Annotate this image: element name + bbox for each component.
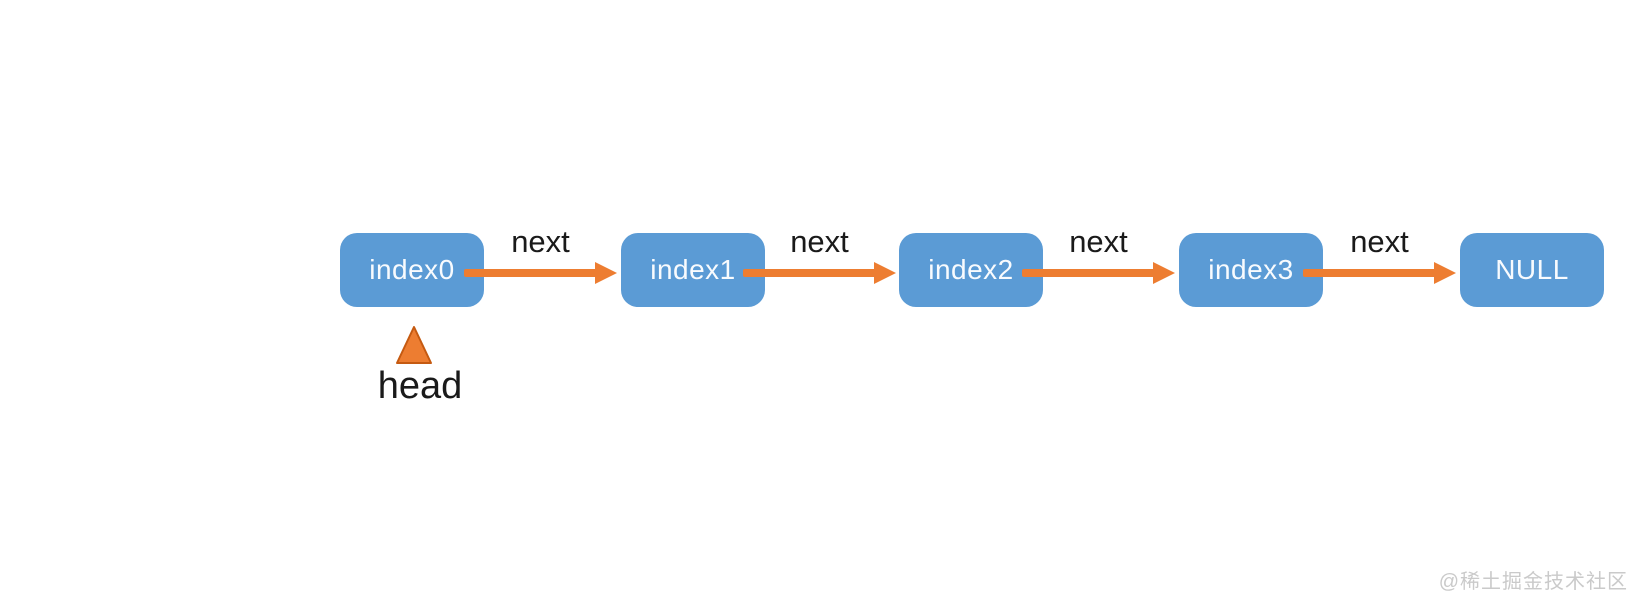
list-node-index0: index0 — [340, 233, 484, 307]
list-node-index2: index2 — [899, 233, 1043, 307]
node-label: index0 — [369, 254, 455, 285]
arrow-shaft — [464, 269, 597, 277]
head-pointer-triangle-icon — [396, 326, 432, 364]
list-node-index3: index3 — [1179, 233, 1323, 307]
next-arrow-0 — [464, 262, 617, 284]
next-arrow-1 — [743, 262, 896, 284]
next-arrow-label-3: next — [1350, 224, 1409, 259]
arrow-head-icon — [595, 262, 617, 284]
arrow-head-icon — [1434, 262, 1456, 284]
list-node-null: NULL — [1460, 233, 1604, 307]
node-label: index3 — [1208, 254, 1294, 285]
next-arrow-label-0: next — [511, 224, 570, 259]
arrow-head-icon — [1153, 262, 1175, 284]
arrow-shaft — [1022, 269, 1155, 277]
node-label: index1 — [650, 254, 736, 285]
node-label: index2 — [928, 254, 1014, 285]
list-node-index1: index1 — [621, 233, 765, 307]
arrow-shaft — [743, 269, 876, 277]
next-arrow-3 — [1303, 262, 1456, 284]
next-arrow-2 — [1022, 262, 1175, 284]
arrow-head-icon — [874, 262, 896, 284]
next-arrow-label-1: next — [790, 224, 849, 259]
arrow-shaft — [1303, 269, 1436, 277]
head-pointer-label: head — [377, 365, 463, 407]
next-arrow-label-2: next — [1069, 224, 1128, 259]
node-label: NULL — [1495, 254, 1569, 285]
watermark: @稀土掘金技术社区 — [1438, 571, 1628, 593]
